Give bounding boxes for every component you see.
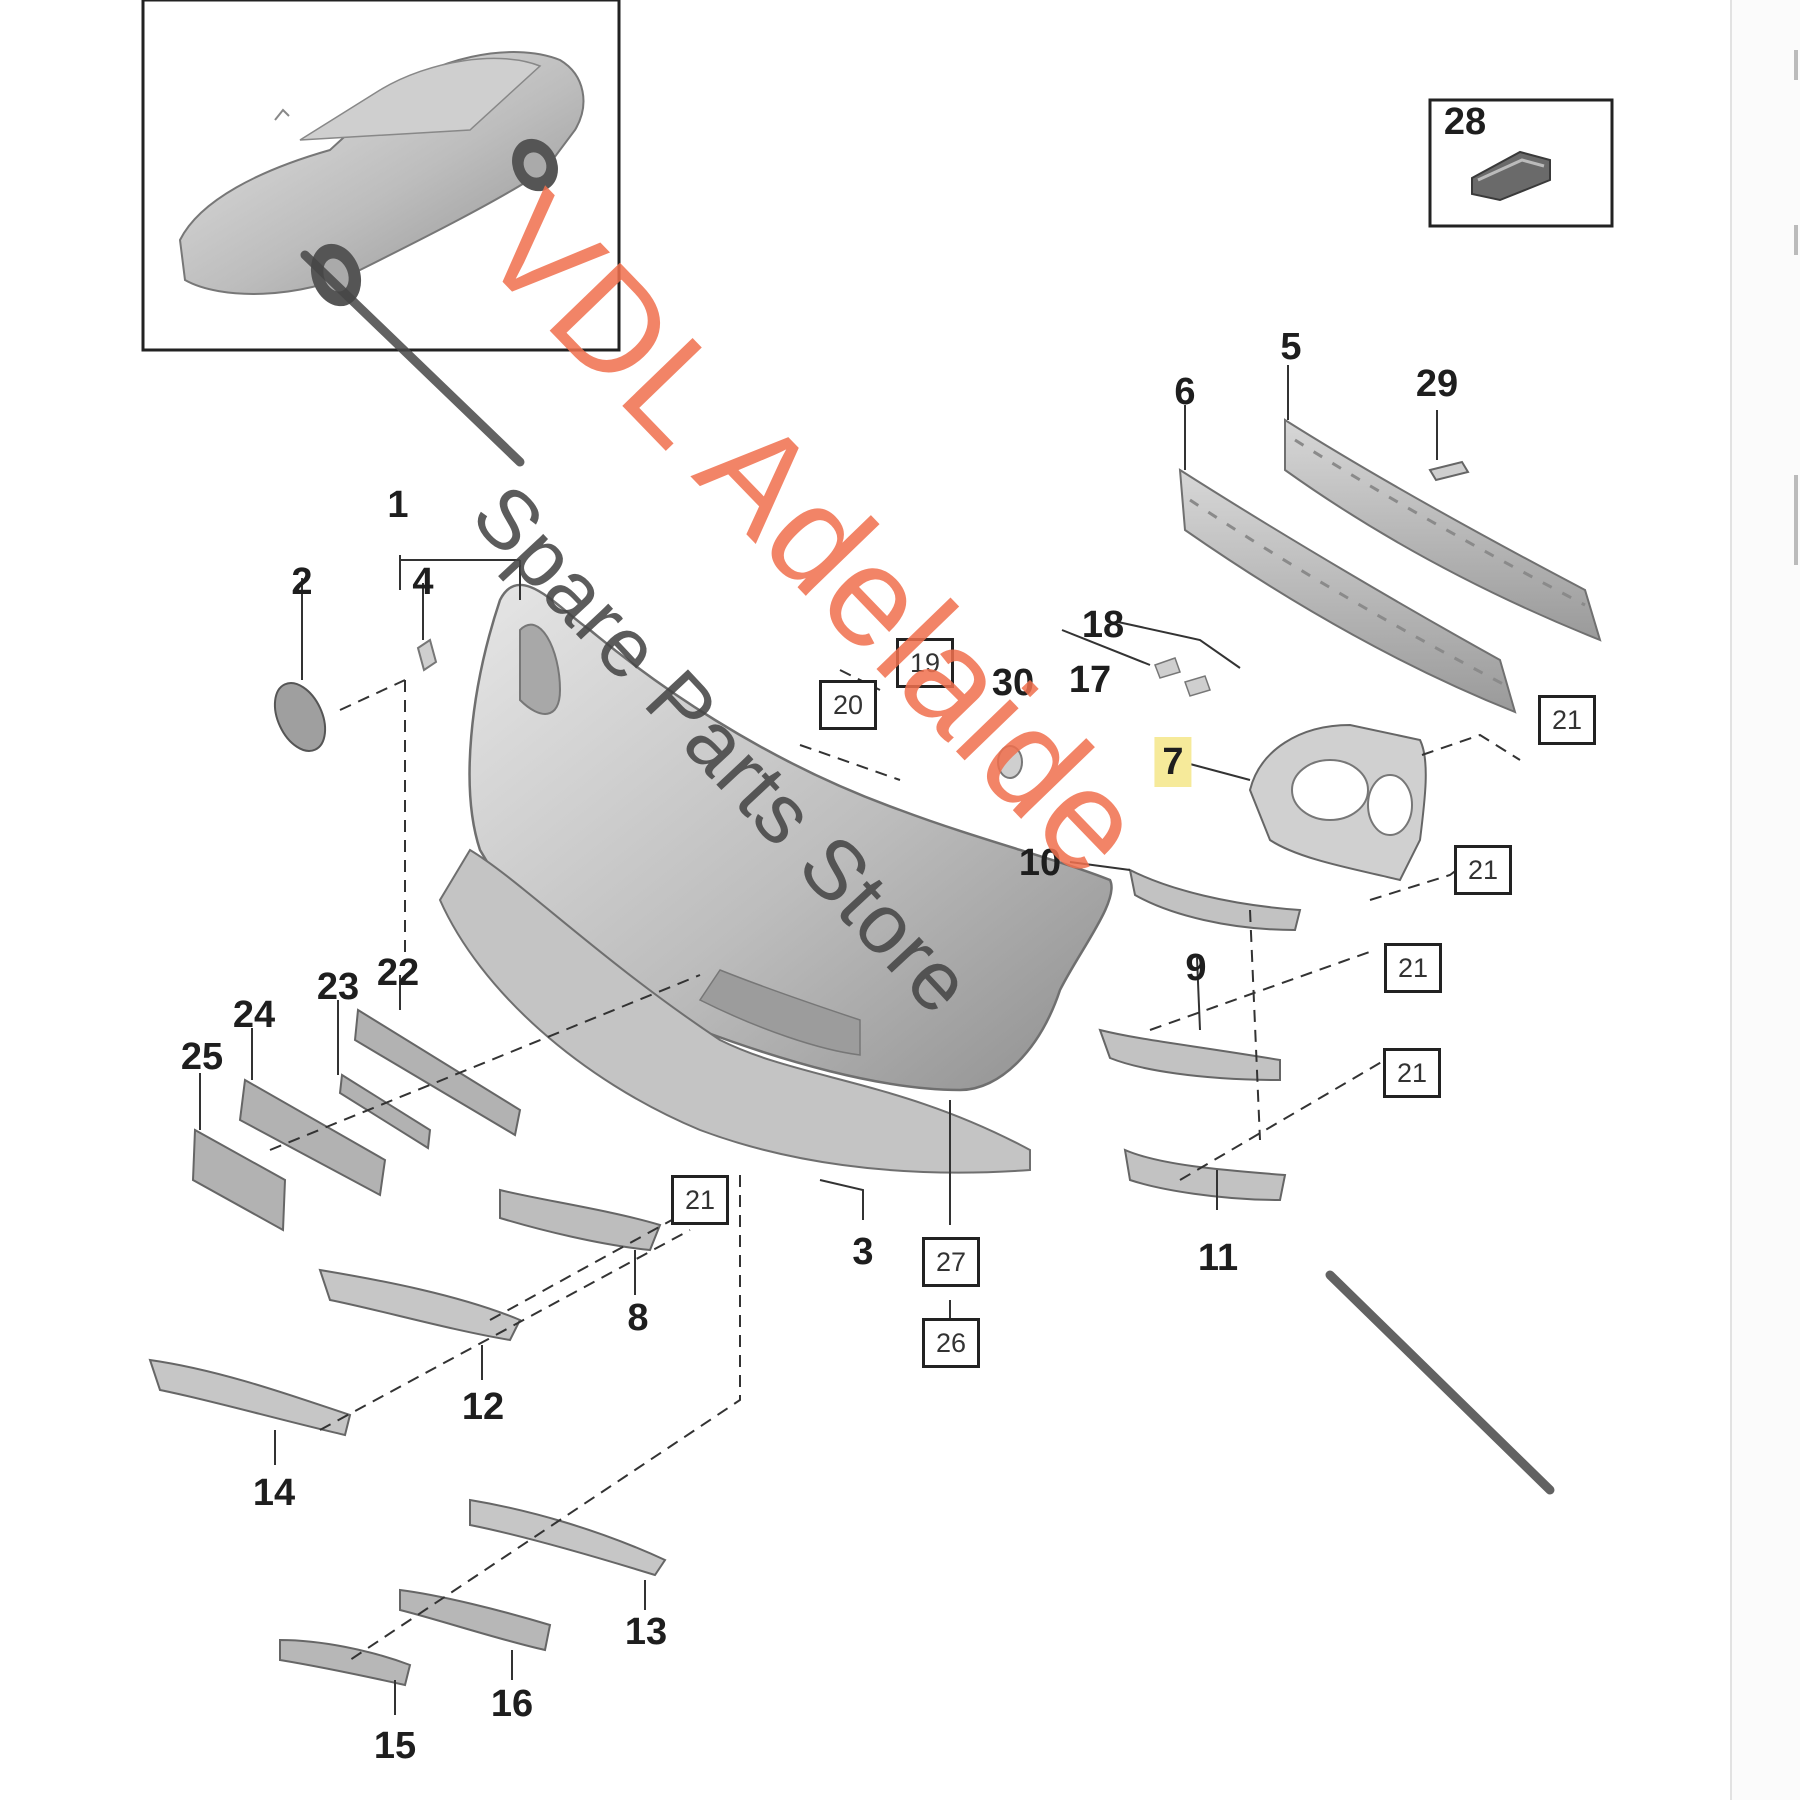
side-panel-mark	[1794, 225, 1798, 255]
parts-8-16-vents	[148, 868, 1302, 1687]
callout-9: 9	[1185, 947, 1207, 989]
callout-17: 17	[1068, 659, 1112, 701]
callout-19: 19	[896, 638, 954, 688]
callout-4: 4	[412, 561, 434, 603]
callout-21e: 21	[671, 1175, 729, 1225]
callout-11: 11	[1197, 1237, 1239, 1279]
callout-13: 13	[624, 1611, 668, 1653]
callout-21a: 21	[1538, 695, 1596, 745]
callout-6: 6	[1174, 371, 1196, 413]
part-7-carrier	[1248, 723, 1427, 882]
callout-1: 1	[387, 484, 409, 526]
callout-20: 20	[819, 680, 877, 730]
callout-14: 14	[252, 1472, 296, 1514]
callout-22: 22	[376, 952, 420, 994]
callout-25: 25	[180, 1036, 224, 1078]
side-panel-mark	[1794, 50, 1798, 80]
part-29-icon	[1428, 460, 1470, 482]
parts-22-25-grilles	[191, 1008, 522, 1232]
callout-15: 15	[373, 1725, 417, 1767]
part-2-cap	[273, 682, 327, 752]
callout-21b: 21	[1454, 845, 1512, 895]
callout-8: 8	[627, 1297, 649, 1339]
callout-23: 23	[316, 966, 360, 1008]
overview-inset	[141, 0, 621, 352]
callout-30: 30	[991, 662, 1035, 704]
callout-16: 16	[490, 1683, 534, 1725]
leader-lines	[199, 365, 1438, 1715]
callout-21d: 21	[1383, 1048, 1441, 1098]
part-4-clip	[416, 638, 438, 672]
callout-24: 24	[232, 994, 276, 1036]
callout-3: 3	[852, 1231, 874, 1273]
callout-28: 28	[1443, 101, 1487, 143]
dashed-assembly-lines	[269, 669, 1521, 1661]
callout-21c: 21	[1384, 943, 1442, 993]
part-17-18-clips	[1154, 657, 1211, 697]
part-6-crossmember	[1178, 468, 1517, 714]
item-28-box	[1428, 98, 1614, 228]
callout-7: 7	[1154, 737, 1192, 787]
callout-2: 2	[291, 561, 313, 603]
watermark-bars	[300, 250, 1555, 1495]
part-3-spoiler	[438, 848, 1031, 1174]
callout-10: 10	[1018, 842, 1062, 884]
part-5-crossmember	[1284, 418, 1602, 642]
side-panel-mark	[1794, 475, 1798, 565]
callout-29: 29	[1415, 363, 1459, 405]
side-panel	[1730, 0, 1800, 1800]
callout-27: 27	[922, 1237, 980, 1287]
callout-26: 26	[922, 1318, 980, 1368]
callout-5: 5	[1280, 326, 1302, 368]
part-30-bulb	[997, 745, 1023, 779]
callout-12: 12	[461, 1386, 505, 1428]
part-28-icon	[1471, 150, 1551, 202]
callout-18: 18	[1081, 604, 1125, 646]
